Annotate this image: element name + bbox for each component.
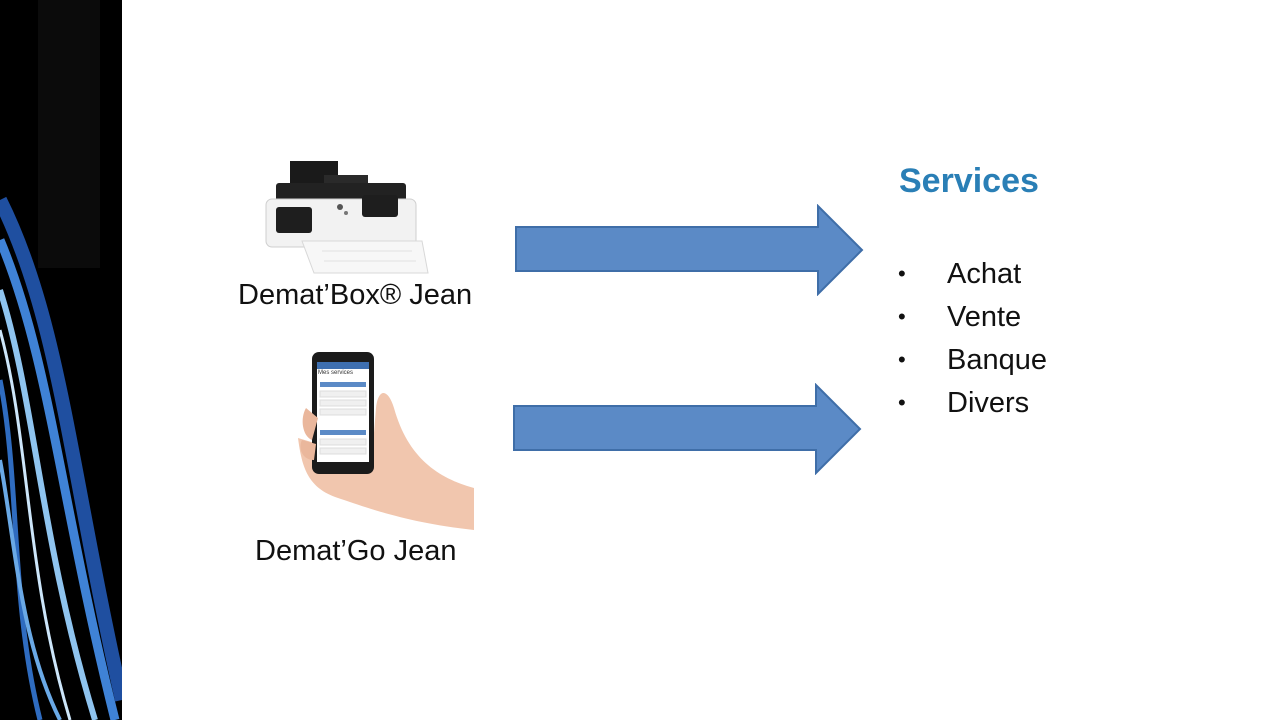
service-item-label: Banque [947, 340, 1047, 380]
bullet-icon: • [898, 383, 914, 423]
bullet-icon: • [898, 340, 914, 380]
service-item-label: Vente [947, 297, 1021, 337]
arrow-right-icon [512, 383, 864, 475]
service-item-label: Divers [947, 383, 1029, 423]
bullet-icon: • [898, 254, 914, 294]
swoosh-decoration-icon [0, 0, 122, 720]
device-label-dematbox: Demat’Box® Jean [238, 279, 472, 312]
smartphone-in-hand-icon: Mes services [298, 348, 474, 530]
scanner-icon [262, 155, 432, 280]
phone-screen-header: Mes services [318, 370, 353, 376]
service-item-label: Achat [947, 254, 1021, 294]
decorative-sidebar [0, 0, 122, 720]
services-title: Services [899, 162, 1039, 201]
arrow-right-icon [514, 204, 866, 296]
bullet-icon: • [898, 297, 914, 337]
device-label-dematgo: Demat’Go Jean [255, 535, 457, 568]
slide-canvas [122, 0, 1280, 720]
